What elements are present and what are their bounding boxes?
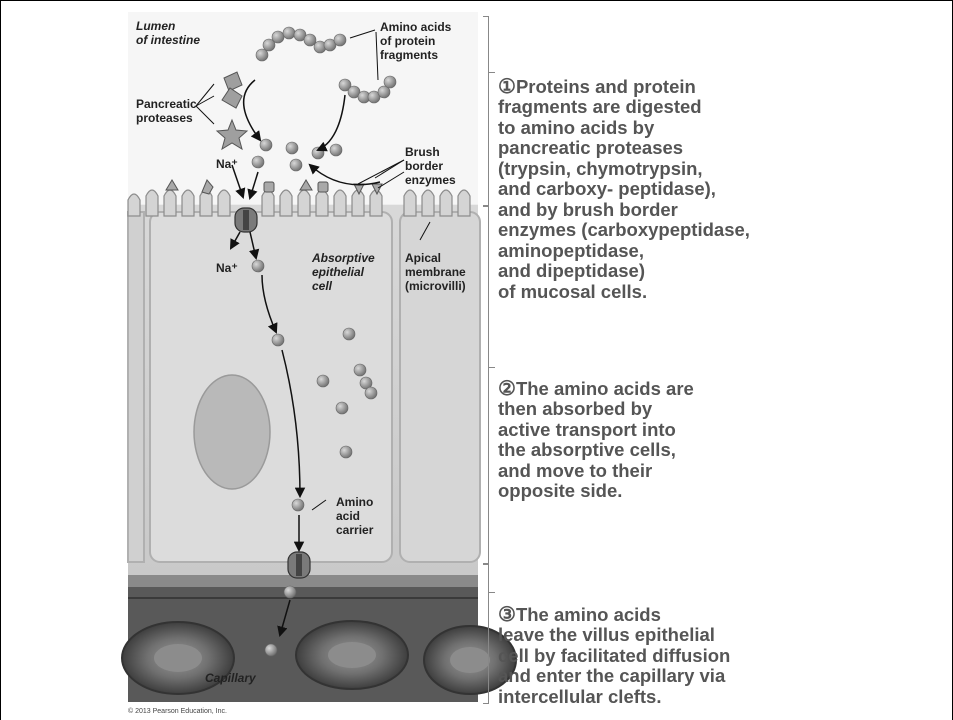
na-top-label: Na⁺	[216, 157, 238, 171]
step-2-body: The amino acids are then absorbed by act…	[498, 378, 694, 502]
step-2-number: ②	[498, 378, 516, 400]
step-3-number: ③	[498, 604, 516, 626]
copyright: © 2013 Pearson Education, Inc.	[128, 708, 227, 715]
nucleus	[194, 375, 270, 489]
na-bottom-label: Na⁺	[216, 261, 238, 275]
step3-bracket	[483, 564, 489, 704]
na-amino-acid-cotransporter	[235, 208, 257, 232]
step-3-body: The amino acids leave the villus epithel…	[498, 604, 730, 707]
step1-tick	[489, 72, 495, 73]
step-1-number: ①	[498, 76, 516, 98]
step-3-text: ③The amino acids leave the villus epithe…	[498, 584, 730, 707]
neighbor-cell-left	[128, 212, 144, 562]
capillary-region	[122, 575, 516, 702]
step3-tick	[489, 592, 495, 593]
step2-tick	[489, 367, 495, 368]
step-1-text: ①Proteins and protein fragments are dige…	[498, 56, 750, 302]
capillary-label: Capillary	[205, 671, 257, 685]
amino-acid-carrier	[288, 552, 310, 578]
step2-bracket	[483, 206, 489, 564]
step-1-body: Proteins and protein fragments are diges…	[498, 76, 750, 302]
step-2-text: ②The amino acids are then absorbed by ac…	[498, 358, 694, 502]
step1-bracket	[483, 16, 489, 206]
